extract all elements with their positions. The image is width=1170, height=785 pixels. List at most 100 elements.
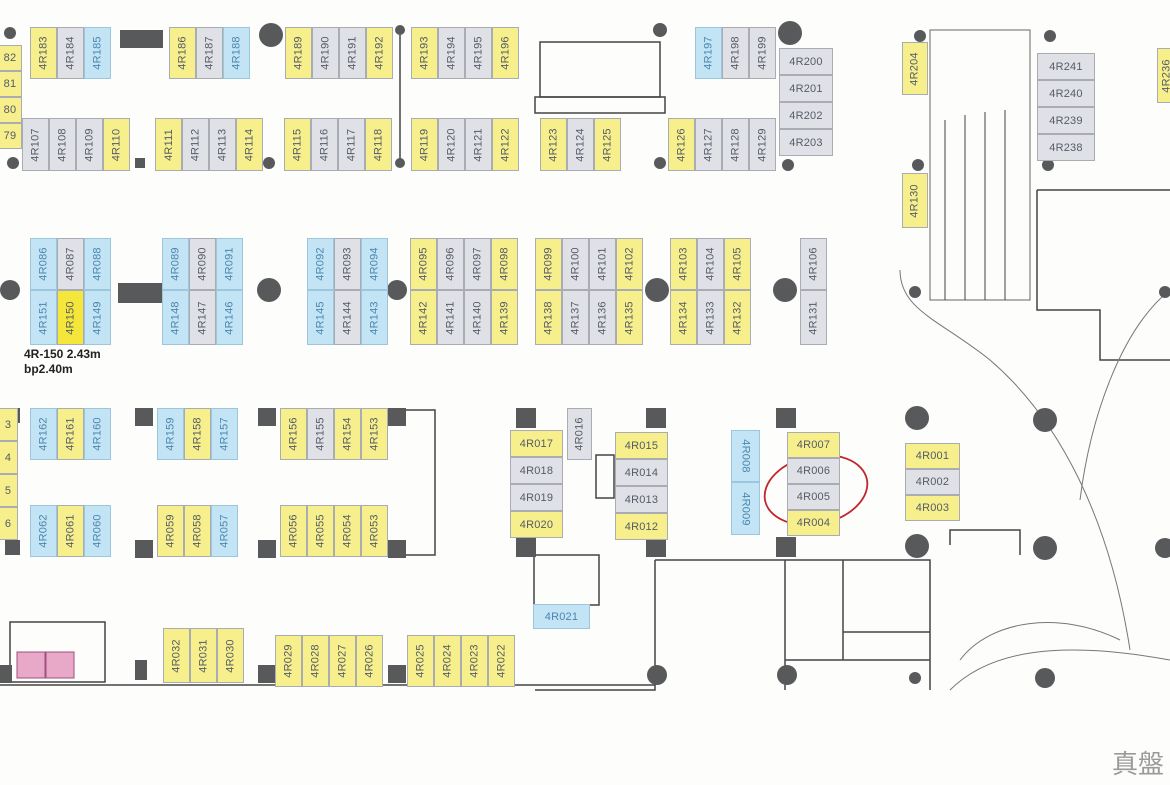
stall-4r157[interactable]: 4R157 (211, 408, 238, 460)
stall-4r095[interactable]: 4R095 (410, 238, 437, 290)
stall-4r017[interactable]: 4R017 (510, 430, 563, 457)
stall-4r149[interactable]: 4R149 (84, 290, 111, 345)
stall-4r091[interactable]: 4R091 (216, 238, 243, 290)
stall-4r150[interactable]: 4R150 (57, 290, 84, 345)
stall-80[interactable]: 80 (0, 97, 22, 123)
stall-4r013[interactable]: 4R013 (615, 486, 668, 513)
stall-4r158[interactable]: 4R158 (184, 408, 211, 460)
stall-6[interactable]: 6 (0, 507, 18, 540)
stall-4r124[interactable]: 4R124 (567, 118, 594, 171)
stall-4r098[interactable]: 4R098 (491, 238, 518, 290)
stall-4r193[interactable]: 4R193 (411, 27, 438, 79)
stall-4r162[interactable]: 4R162 (30, 408, 57, 460)
stall-4r151[interactable]: 4R151 (30, 290, 57, 345)
stall-4r145[interactable]: 4R145 (307, 290, 334, 345)
stall-4r020[interactable]: 4R020 (510, 511, 563, 538)
stall-4r147[interactable]: 4R147 (189, 290, 216, 345)
stall-4r138[interactable]: 4R138 (535, 290, 562, 345)
stall-4r160[interactable]: 4R160 (84, 408, 111, 460)
stall-4r111[interactable]: 4R111 (155, 118, 182, 171)
stall-4r238[interactable]: 4R238 (1037, 134, 1095, 161)
stall-4r192[interactable]: 4R192 (366, 27, 393, 79)
stall-4r007[interactable]: 4R007 (787, 432, 840, 458)
stall-4r092[interactable]: 4R092 (307, 238, 334, 290)
stall-4r236[interactable]: 4R236 (1157, 48, 1170, 103)
stall-4r148[interactable]: 4R148 (162, 290, 189, 345)
stall-4r194[interactable]: 4R194 (438, 27, 465, 79)
stall-4r105[interactable]: 4R105 (724, 238, 751, 290)
stall-4r113[interactable]: 4R113 (209, 118, 236, 171)
stall-4r058[interactable]: 4R058 (184, 505, 211, 557)
stall-4r021[interactable]: 4R021 (533, 604, 590, 629)
stall-4r186[interactable]: 4R186 (169, 27, 196, 79)
stall-4r110[interactable]: 4R110 (103, 118, 130, 171)
stall-4r184[interactable]: 4R184 (57, 27, 84, 79)
stall-4r142[interactable]: 4R142 (410, 290, 437, 345)
stall-4r024[interactable]: 4R024 (434, 635, 461, 687)
stall-4r203[interactable]: 4R203 (779, 129, 833, 156)
stall-4r093[interactable]: 4R093 (334, 238, 361, 290)
stall-4r018[interactable]: 4R018 (510, 457, 563, 484)
stall-4r059[interactable]: 4R059 (157, 505, 184, 557)
stall-4r023[interactable]: 4R023 (461, 635, 488, 687)
stall-4r130[interactable]: 4R130 (902, 173, 928, 228)
stall-4r131[interactable]: 4R131 (800, 290, 827, 345)
stall-4r240[interactable]: 4R240 (1037, 80, 1095, 107)
stall-4r118[interactable]: 4R118 (365, 118, 392, 171)
stall-4r187[interactable]: 4R187 (196, 27, 223, 79)
stall-4r062[interactable]: 4R062 (30, 505, 57, 557)
stall-4r146[interactable]: 4R146 (216, 290, 243, 345)
stall-4r239[interactable]: 4R239 (1037, 107, 1095, 134)
stall-4r005[interactable]: 4R005 (787, 484, 840, 510)
stall-4r121[interactable]: 4R121 (465, 118, 492, 171)
stall-4r135[interactable]: 4R135 (616, 290, 643, 345)
stall-4r088[interactable]: 4R088 (84, 238, 111, 290)
stall-4r030[interactable]: 4R030 (217, 628, 244, 683)
stall-4r125[interactable]: 4R125 (594, 118, 621, 171)
stall-4r102[interactable]: 4R102 (616, 238, 643, 290)
stall-4r012[interactable]: 4R012 (615, 513, 668, 540)
stall-4r199[interactable]: 4R199 (749, 27, 776, 79)
stall-4r055[interactable]: 4R055 (307, 505, 334, 557)
stall-4r094[interactable]: 4R094 (361, 238, 388, 290)
stall-5[interactable]: 5 (0, 474, 18, 507)
stall-4r108[interactable]: 4R108 (49, 118, 76, 171)
stall-4r141[interactable]: 4R141 (437, 290, 464, 345)
stall-4r185[interactable]: 4R185 (84, 27, 111, 79)
stall-4r107[interactable]: 4R107 (22, 118, 49, 171)
stall-4r119[interactable]: 4R119 (411, 118, 438, 171)
stall-81[interactable]: 81 (0, 71, 22, 97)
stall-4r197[interactable]: 4R197 (695, 27, 722, 79)
stall-4r114[interactable]: 4R114 (236, 118, 263, 171)
stall-4r002[interactable]: 4R002 (905, 469, 960, 495)
stall-4r115[interactable]: 4R115 (284, 118, 311, 171)
stall-4r028[interactable]: 4R028 (302, 635, 329, 687)
stall-4r097[interactable]: 4R097 (464, 238, 491, 290)
stall-4r126[interactable]: 4R126 (668, 118, 695, 171)
stall-4r188[interactable]: 4R188 (223, 27, 250, 79)
stall-4r190[interactable]: 4R190 (312, 27, 339, 79)
stall-4r134[interactable]: 4R134 (670, 290, 697, 345)
stall-4r127[interactable]: 4R127 (695, 118, 722, 171)
stall-4r016[interactable]: 4R016 (567, 408, 592, 460)
stall-4r104[interactable]: 4R104 (697, 238, 724, 290)
stall-4r032[interactable]: 4R032 (163, 628, 190, 683)
stall-4r241[interactable]: 4R241 (1037, 53, 1095, 80)
stall-4r191[interactable]: 4R191 (339, 27, 366, 79)
stall-4r129[interactable]: 4R129 (749, 118, 776, 171)
stall-4r106[interactable]: 4R106 (800, 238, 827, 290)
stall-4r019[interactable]: 4R019 (510, 484, 563, 511)
stall-4r143[interactable]: 4R143 (361, 290, 388, 345)
stall-4r116[interactable]: 4R116 (311, 118, 338, 171)
stall-82[interactable]: 82 (0, 45, 22, 71)
stall-4r195[interactable]: 4R195 (465, 27, 492, 79)
stall-4r001[interactable]: 4R001 (905, 443, 960, 469)
stall-4r120[interactable]: 4R120 (438, 118, 465, 171)
stall-4r201[interactable]: 4R201 (779, 75, 833, 102)
stall-4r060[interactable]: 4R060 (84, 505, 111, 557)
stall-4r183[interactable]: 4R183 (30, 27, 57, 79)
stall-4r122[interactable]: 4R122 (492, 118, 519, 171)
stall-4r086[interactable]: 4R086 (30, 238, 57, 290)
stall-4r136[interactable]: 4R136 (589, 290, 616, 345)
stall-4[interactable]: 4 (0, 441, 18, 474)
